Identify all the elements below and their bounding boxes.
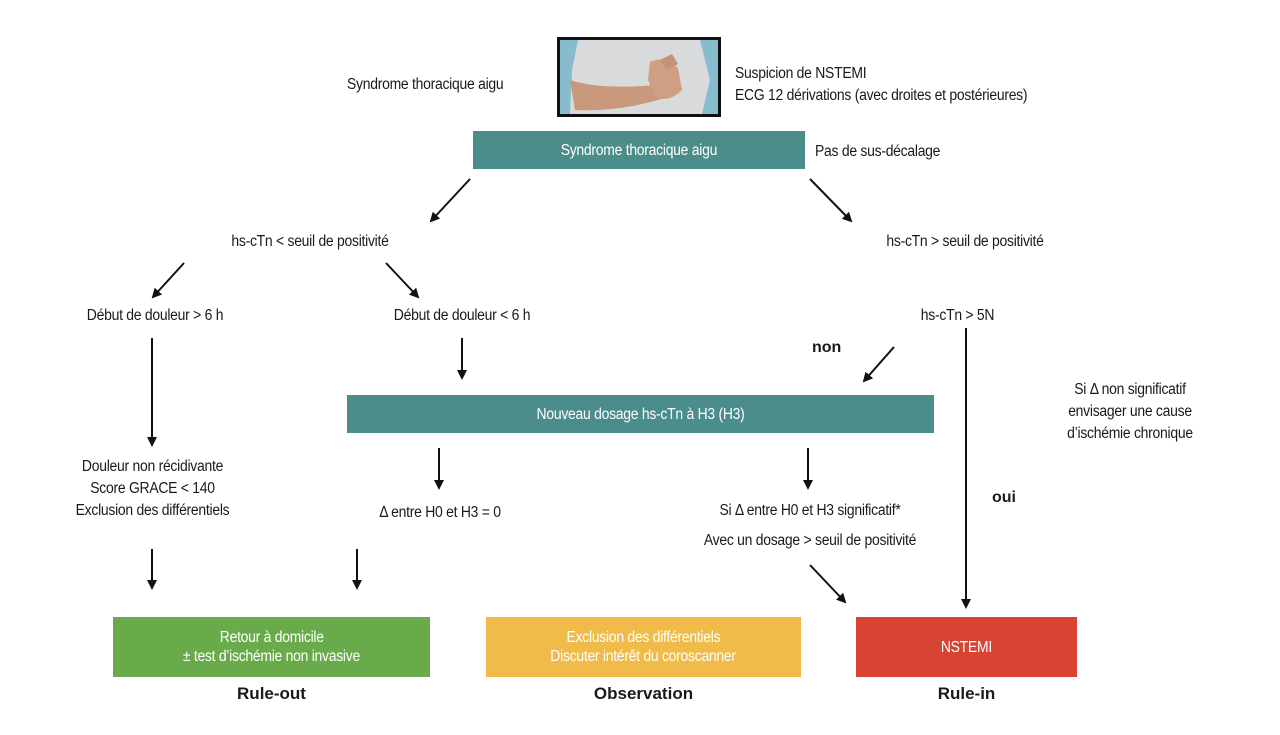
observation-line-1: Exclusion des différentiels bbox=[566, 629, 721, 646]
rule-in-caption: Rule-in bbox=[937, 684, 996, 703]
lt6h-label: Début de douleur < 6 h bbox=[393, 307, 531, 324]
criteria-line-2: Score GRACE < 140 bbox=[90, 480, 215, 497]
observation-line-2: Discuter intérêt du coroscanner bbox=[550, 648, 737, 665]
right-note-line-3: d’ischémie chronique bbox=[1067, 425, 1193, 442]
arrow-top-to-left bbox=[429, 178, 471, 223]
outcome-rule-out-box: Retour à domicile ± test d’ischémie non … bbox=[113, 617, 430, 677]
chest-pain-illustration bbox=[560, 40, 718, 114]
rule-out-caption: Rule-out bbox=[237, 684, 306, 703]
delta-significant-line-1: Si Δ entre H0 et H3 significatif* bbox=[719, 502, 901, 519]
header-left-label: Syndrome thoracique aigu bbox=[347, 76, 504, 93]
top-box-label: Syndrome thoracique aigu bbox=[560, 141, 718, 159]
outcome-rule-in-box: NSTEMI bbox=[856, 617, 1077, 677]
outcome-observation-box: Exclusion des différentiels Discuter int… bbox=[486, 617, 801, 677]
header-right-line-2: ECG 12 dérivations (avec droites et post… bbox=[735, 87, 1028, 104]
right-branch-label: hs-cTn > seuil de positivité bbox=[886, 233, 1044, 250]
no-label: non bbox=[812, 339, 842, 356]
criteria-line-1: Douleur non récidivante bbox=[81, 458, 224, 475]
top-box: Syndrome thoracique aigu bbox=[473, 131, 805, 169]
top-box-side-note: Pas de sus-décalage bbox=[815, 143, 941, 160]
arrow-left-to-lt6h bbox=[385, 262, 420, 299]
gt6h-label: Début de douleur > 6 h bbox=[86, 307, 224, 324]
left-branch-label: hs-cTn < seuil de positivité bbox=[231, 233, 389, 250]
arrow-significant-to-rulein bbox=[809, 564, 847, 604]
arrow-top-to-right bbox=[809, 178, 853, 223]
rule-in-line-1: NSTEMI bbox=[940, 638, 993, 656]
observation-caption: Observation bbox=[593, 684, 694, 703]
header-right-line-1: Suspicion de NSTEMI bbox=[735, 65, 867, 82]
right-note-line-1: Si Δ non significatif bbox=[1074, 381, 1186, 398]
delta-significant-line-2: Avec un dosage > seuil de positivité bbox=[703, 532, 917, 549]
arrow-left-to-gt6h bbox=[151, 262, 185, 299]
delta-zero-label: Δ entre H0 et H3 = 0 bbox=[379, 504, 501, 521]
chest-pain-photo bbox=[557, 37, 721, 117]
retest-box-label: Nouveau dosage hs-cTn à H3 (H3) bbox=[536, 405, 745, 423]
criteria-line-3: Exclusion des différentiels bbox=[75, 502, 230, 519]
hs-ctn-5n-label: hs-cTn > 5N bbox=[920, 307, 995, 324]
arrow-5n-no-to-retest bbox=[862, 346, 895, 383]
retest-box: Nouveau dosage hs-cTn à H3 (H3) bbox=[347, 395, 934, 433]
rule-out-line-1: Retour à domicile bbox=[219, 629, 324, 646]
rule-out-line-2: ± test d’ischémie non invasive bbox=[182, 648, 361, 665]
yes-label: oui bbox=[992, 489, 1016, 506]
right-note-line-2: envisager une cause bbox=[1068, 403, 1192, 420]
